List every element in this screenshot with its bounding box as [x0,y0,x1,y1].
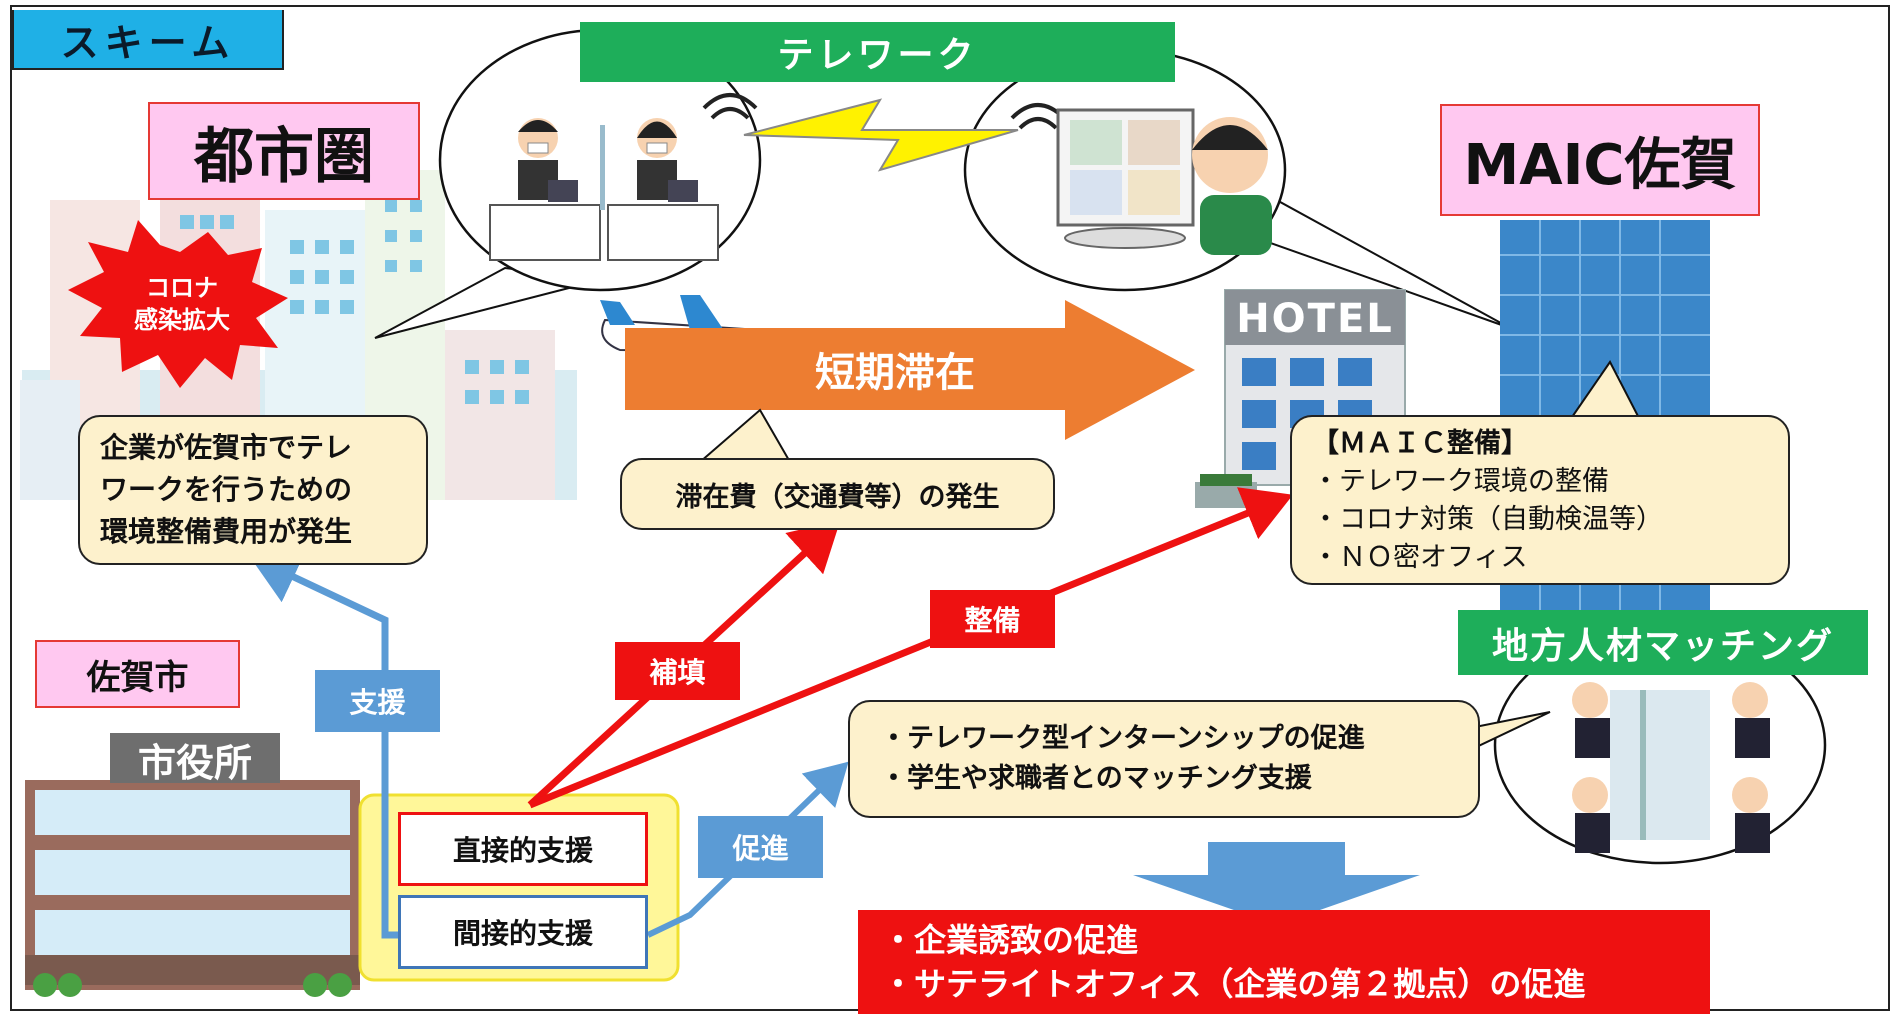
stay-cost-box: 滞在費（交通費等）の発生 [620,458,1055,530]
maic-title: 【ＭＡＩＣ整備】 [1312,428,1528,459]
maintain-tag: 整備 [930,590,1055,648]
video-call-icon [1056,108,1272,255]
city-hall-icon [25,733,360,997]
meeting-people-icon [1572,682,1770,853]
hotel-sign: HOTEL [1236,296,1394,342]
maintain-arrow [528,487,1293,809]
maic-saga-label: MAIC佐賀 [1440,104,1760,216]
urban-note-line: ワークを行うための [100,473,353,506]
scheme-tag: スキーム [12,10,284,70]
matching-band: 地方人材マッチング [1458,610,1868,675]
office-workers-icon [489,118,719,261]
city-hall-sign: 市役所 [137,740,252,785]
maic-item: ・ＮＯ密オフィス [1312,542,1528,573]
corona-burst-icon [68,220,288,388]
intern-matching-box: ・テレワーク型インターンシップの促進 ・学生や求職者とのマッチング支援 [848,700,1480,818]
intern-line: ・学生や求職者とのマッチング支援 [880,763,1312,794]
result-line: ・企業誘致の促進 [882,921,1139,959]
short-stay-arrow [625,300,1195,440]
lightning-icon [743,98,1019,172]
support-line [249,551,398,939]
urban-area-label: 都市圏 [148,102,420,200]
corona-burst-text: コロナ 感染拡大 [112,272,252,336]
intern-line: ・テレワーク型インターンシップの促進 [880,723,1365,754]
saga-city-label: 佐賀市 [35,640,240,708]
promote-tag: 促進 [698,816,823,878]
urban-note-line: 環境整備費用が発生 [100,515,353,548]
result-line: ・サテライトオフィス（企業の第２拠点）の促進 [882,965,1586,1003]
result-down-arrow [1133,842,1420,925]
maic-maintenance-box: 【ＭＡＩＣ整備】 ・テレワーク環境の整備 ・コロナ対策（自動検温等） ・ＮＯ密オ… [1290,415,1790,585]
direct-support-box: 直接的支援 [398,812,648,886]
maic-item: ・テレワーク環境の整備 [1312,466,1609,497]
maic-item: ・コロナ対策（自動検温等） [1312,504,1663,535]
corona-line-2: 感染拡大 [134,306,230,334]
indirect-support-box: 間接的支援 [398,895,648,969]
corona-line-1: コロナ [146,274,218,302]
compensate-tag: 補填 [615,642,740,700]
result-box: ・企業誘致の促進 ・サテライトオフィス（企業の第２拠点）の促進 [858,910,1710,1014]
short-stay-label: 短期滞在 [815,350,975,396]
telework-band: テレワーク [580,22,1175,82]
support-tag: 支援 [315,670,440,732]
urban-cost-note: 企業が佐賀市でテレ ワークを行うための 環境整備費用が発生 [78,415,428,565]
urban-note-line: 企業が佐賀市でテレ [100,431,353,464]
